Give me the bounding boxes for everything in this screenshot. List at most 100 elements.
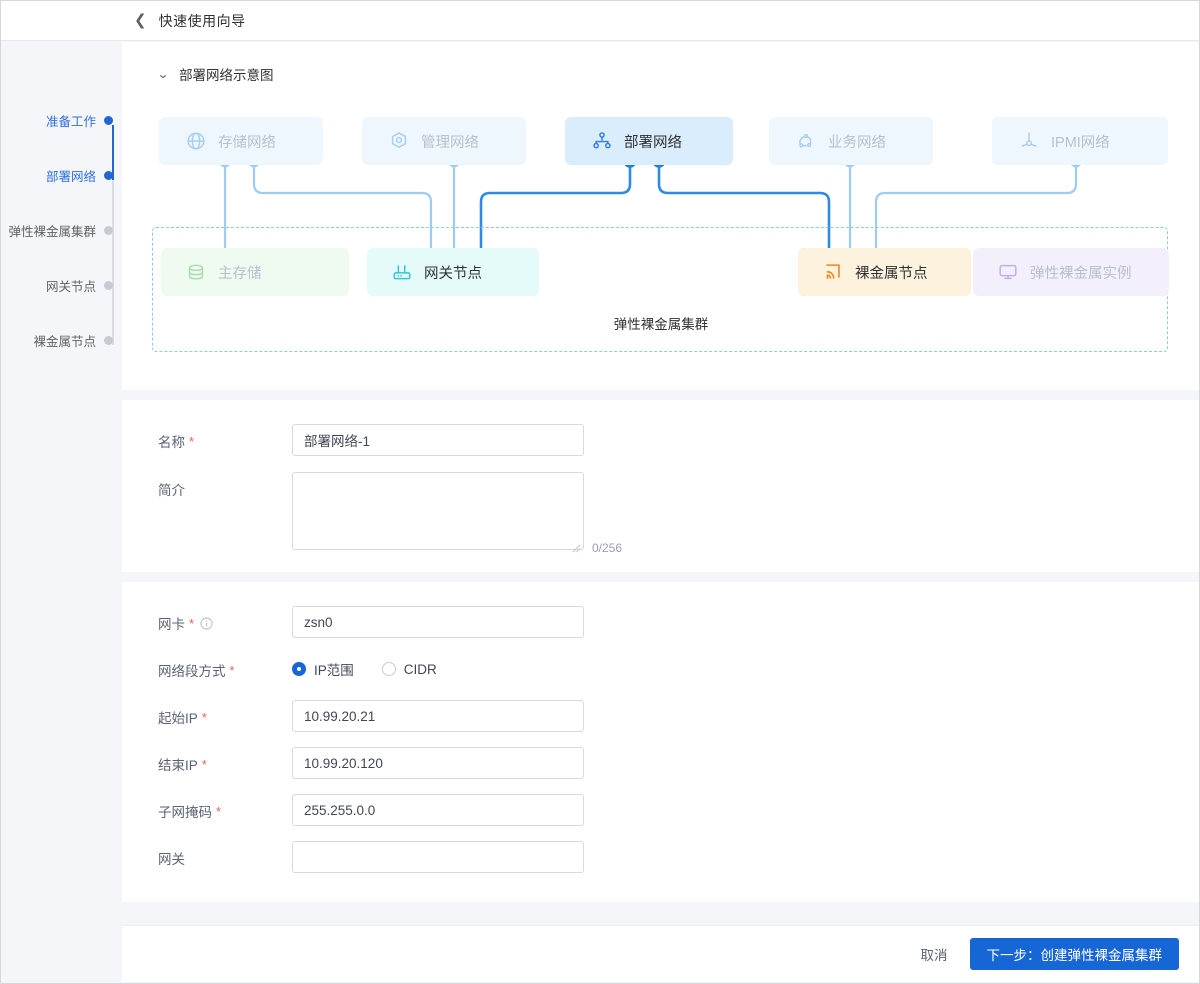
node-card-label: 裸金属节点: [855, 265, 928, 282]
start-ip-input[interactable]: [292, 700, 584, 732]
info-circle-icon[interactable]: [200, 616, 213, 630]
netmask-control: [292, 794, 584, 826]
step-dot-icon: [104, 170, 113, 180]
network-topology-icon: [591, 130, 613, 152]
sidebar-step-bare-metal-cluster[interactable]: 弹性裸金属集群: [2, 222, 122, 239]
description-label: 简介: [122, 472, 292, 499]
step-dot-icon: [104, 280, 113, 290]
network-card-label: 部署网络: [624, 134, 682, 151]
network-card-storage[interactable]: 存储网络: [159, 117, 323, 165]
steps-sidebar: 准备工作 部署网络 弹性裸金属集群 网关节点 裸金属节点: [2, 42, 122, 983]
page-header: ❮ 快速使用向导: [1, 1, 1199, 41]
database-icon: [185, 261, 207, 283]
label-text: 网卡: [158, 617, 185, 632]
step-label: 网关节点: [45, 279, 96, 294]
netmask-label: 子网掩码 *: [122, 794, 292, 821]
network-card-label: 业务网络: [828, 134, 886, 151]
field-row-description: 简介 0/256: [122, 472, 1199, 555]
description-counter: 0/256: [592, 541, 623, 555]
label-text: 网关: [158, 852, 185, 867]
step-dot-icon: [104, 225, 113, 235]
network-card-management[interactable]: 管理网络: [362, 117, 526, 165]
globe-icon: [185, 130, 207, 152]
network-card-deployment[interactable]: 部署网络: [565, 117, 733, 165]
cloud-nodes-icon: [795, 130, 817, 152]
label-text: 简介: [158, 483, 185, 498]
field-row-nic: 网卡 *: [122, 606, 1199, 638]
next-step-button[interactable]: 下一步：创建弹性裸金属集群: [969, 938, 1179, 970]
field-row-gateway: 网关: [122, 841, 1199, 873]
radio-ip-range[interactable]: IP范围: [292, 659, 354, 679]
basic-info-panel: 名称 * 简介: [122, 400, 1199, 572]
wizard-footer: 取消 下一步：创建弹性裸金属集群: [122, 925, 1199, 982]
network-card-ipmi[interactable]: IPMI网络: [992, 117, 1168, 165]
radio-dot-icon: [381, 662, 396, 676]
router-icon: [391, 261, 413, 283]
cancel-button[interactable]: 取消: [909, 936, 960, 972]
node-card-bare-metal-instance[interactable]: 弹性裸金属实例: [973, 248, 1169, 296]
node-card-bare-metal[interactable]: 裸金属节点: [798, 248, 971, 296]
description-textarea[interactable]: [292, 472, 584, 550]
step-connector-1: [112, 125, 114, 180]
label-text: 子网掩码: [158, 805, 212, 820]
step-connector-4: [112, 290, 114, 345]
name-label: 名称 *: [122, 424, 292, 451]
label-text: 结束IP: [158, 758, 198, 773]
required-asterisk: *: [229, 662, 235, 678]
step-dot-icon: [104, 115, 113, 125]
node-card-label: 弹性裸金属实例: [1030, 265, 1132, 282]
sidebar-step-bare-metal-node[interactable]: 裸金属节点: [2, 332, 122, 349]
step-connector-2: [112, 180, 114, 235]
nic-input[interactable]: [292, 606, 584, 638]
signal-rss-icon: [822, 261, 844, 283]
chevron-down-icon: ⌄: [156, 67, 170, 81]
ipmi-anchor-icon: [1018, 130, 1040, 152]
end-ip-input[interactable]: [292, 747, 584, 779]
field-row-segment-mode: 网络段方式 * IP范围 CIDR: [122, 653, 1199, 685]
step-connector-3: [112, 235, 114, 290]
gateway-control: [292, 841, 584, 873]
network-card-label: IPMI网络: [1051, 134, 1110, 151]
network-card-business[interactable]: 业务网络: [769, 117, 933, 165]
sidebar-step-preparation[interactable]: 准备工作: [2, 112, 122, 129]
label-text: 起始IP: [158, 711, 198, 726]
label-text: 名称: [158, 435, 185, 450]
gateway-input[interactable]: [292, 841, 584, 873]
radio-label: CIDR: [403, 661, 437, 677]
sidebar-step-deploy-network[interactable]: 部署网络: [2, 167, 122, 184]
radio-dot-icon: [292, 662, 306, 676]
diagram-collapse-header[interactable]: ⌄ 部署网络示意图: [156, 64, 1199, 84]
field-row-start-ip: 起始IP *: [122, 700, 1199, 732]
hexagon-target-icon: [388, 130, 410, 152]
diagram-title: 部署网络示意图: [179, 68, 274, 83]
field-row-name: 名称 *: [122, 424, 1199, 456]
segment-mode-label: 网络段方式 *: [122, 653, 292, 680]
netmask-input[interactable]: [292, 794, 584, 826]
required-asterisk: *: [201, 709, 207, 725]
name-control: [292, 424, 584, 456]
network-card-label: 存储网络: [218, 134, 276, 151]
radio-cidr[interactable]: CIDR: [381, 661, 437, 677]
name-input[interactable]: [292, 424, 584, 456]
nic-control: [292, 606, 584, 638]
required-asterisk: *: [201, 756, 207, 772]
step-label: 准备工作: [45, 114, 96, 129]
sidebar-step-gateway-node[interactable]: 网关节点: [2, 277, 122, 294]
start-ip-label: 起始IP *: [122, 700, 292, 727]
node-card-label: 网关节点: [424, 265, 482, 282]
radio-label: IP范围: [314, 663, 354, 678]
deployment-network-diagram: 存储网络 管理网络: [151, 104, 1171, 370]
chevron-left-icon[interactable]: ❮: [134, 11, 147, 29]
required-asterisk: *: [189, 615, 195, 631]
required-asterisk: *: [189, 433, 195, 449]
node-card-gateway[interactable]: 网关节点: [367, 248, 539, 296]
gateway-label: 网关: [122, 841, 292, 868]
node-card-primary-storage[interactable]: 主存储: [161, 248, 349, 296]
end-ip-control: [292, 747, 584, 779]
step-label: 裸金属节点: [33, 334, 96, 349]
nic-label: 网卡 *: [122, 606, 292, 633]
network-config-panel: 网卡 * 网络段方式 *: [122, 582, 1199, 902]
page-title: 快速使用向导: [158, 12, 246, 29]
step-dot-icon: [104, 335, 113, 345]
